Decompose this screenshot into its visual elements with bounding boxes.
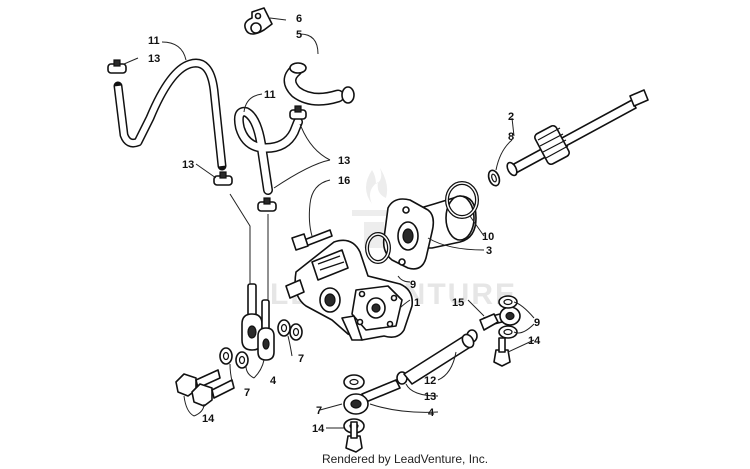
callout-7: 7 (316, 405, 322, 417)
callout-14: 14 (528, 335, 541, 347)
callout-11: 11 (148, 35, 160, 47)
banjo-fitting-lower (343, 379, 401, 415)
callout-16: 16 (338, 175, 350, 187)
fitting-elbow (479, 313, 499, 331)
bolt-upper (291, 229, 333, 251)
hose-left (113, 58, 227, 171)
clamp-mid-right (257, 197, 277, 212)
callout-5: 5 (296, 29, 302, 41)
banjo-fitting-left (241, 283, 263, 351)
render-credit-text: Rendered by LeadVenture, Inc. (321, 452, 489, 466)
callout-2: 2 (508, 111, 514, 123)
oil-tube (403, 333, 475, 385)
bolts-lower (175, 337, 511, 453)
callout-4: 4 (428, 407, 435, 419)
callout-7: 7 (244, 387, 250, 399)
drive-shaft (506, 89, 649, 177)
banjo-fitting-left-2 (257, 299, 275, 361)
o-ring-large (445, 181, 479, 219)
callout-3: 3 (486, 245, 492, 257)
callout-4: 4 (270, 375, 277, 387)
callout-1: 1 (414, 297, 420, 309)
clamp-mid-left (213, 171, 233, 186)
clamp-upper-right (289, 105, 307, 120)
oil-pump (285, 239, 414, 341)
o-ring-small (365, 232, 391, 264)
callout-13: 13 (182, 159, 194, 171)
callout-11: 11 (264, 89, 276, 101)
callouts: 1 2 3 4 4 5 6 7 7 7 8 9 9 10 11 11 12 13… (148, 13, 541, 435)
leader-lines (123, 17, 535, 429)
callout-6: 6 (296, 13, 302, 25)
callout-7: 7 (298, 353, 304, 365)
callout-14: 14 (312, 423, 325, 435)
callout-10: 10 (482, 231, 494, 243)
callout-9: 9 (410, 279, 416, 291)
hose-clip (244, 7, 273, 35)
clamp-top-left (107, 59, 127, 74)
washer-shaft (487, 169, 501, 187)
callout-15: 15 (452, 297, 464, 309)
hose-middle (233, 106, 303, 195)
callout-9: 9 (534, 317, 540, 329)
callout-8: 8 (508, 131, 514, 143)
pump-housing (382, 195, 477, 270)
callout-13: 13 (338, 155, 350, 167)
callout-12: 12 (424, 375, 436, 387)
callout-13: 13 (148, 53, 160, 65)
callout-13: 13 (424, 391, 436, 403)
callout-14: 14 (202, 413, 215, 425)
hose-elbow (283, 62, 355, 106)
render-credit: Rendered by LeadVenture, Inc. (0, 452, 750, 466)
